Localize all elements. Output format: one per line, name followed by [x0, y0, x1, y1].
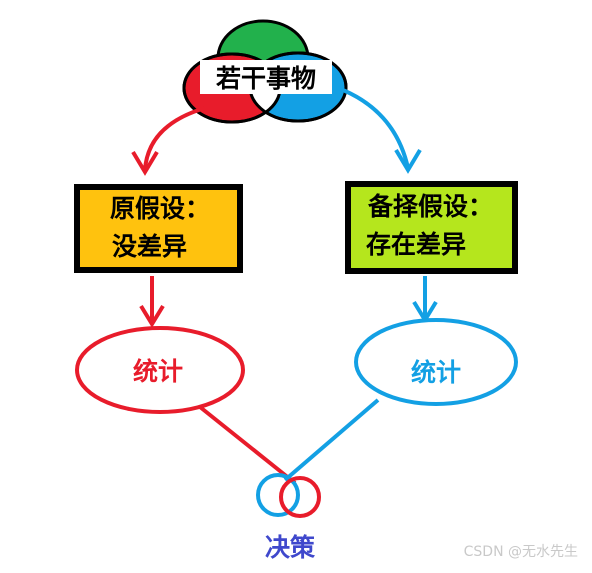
alt-hypothesis-line2: 存在差异: [366, 230, 466, 259]
stats-right-ellipse: 统计: [354, 318, 518, 406]
red-arrow-to-null-hypothesis: [131, 106, 206, 176]
stats-left-ellipse: 统计: [75, 326, 245, 414]
blue-arrow-to-alt-hypothesis: [337, 86, 422, 174]
null-hypothesis-box: 原假设： 没差异: [74, 184, 243, 273]
blue-converge-line: [283, 398, 380, 482]
decision-blue-ring: [256, 473, 300, 517]
things-venn-blob: 若干事物: [182, 19, 348, 124]
null-hypothesis-line1: 原假设：: [110, 194, 210, 223]
decision-rings: [256, 473, 321, 518]
stats-right-label: 统计: [411, 358, 461, 387]
alt-hypothesis-box: 备择假设： 存在差异: [345, 181, 518, 274]
decision-red-ring: [279, 476, 321, 518]
red-converge-line: [198, 405, 297, 485]
stats-left-label: 统计: [133, 357, 183, 386]
arrowhead: [139, 304, 165, 328]
csdn-watermark: CSDN @无水先生: [463, 544, 578, 560]
decision-label: 决策: [265, 533, 316, 562]
alt-hypothesis-line1: 备择假设：: [367, 192, 493, 221]
things-label-box: [200, 60, 332, 94]
red-arrow-to-stats: [139, 276, 165, 328]
blue-arrow-to-stats: [412, 276, 438, 324]
null-hypothesis-line2: 没差异: [112, 232, 187, 261]
arrowhead: [131, 150, 159, 176]
arrowhead: [394, 148, 422, 174]
things-label: 若干事物: [215, 64, 316, 93]
